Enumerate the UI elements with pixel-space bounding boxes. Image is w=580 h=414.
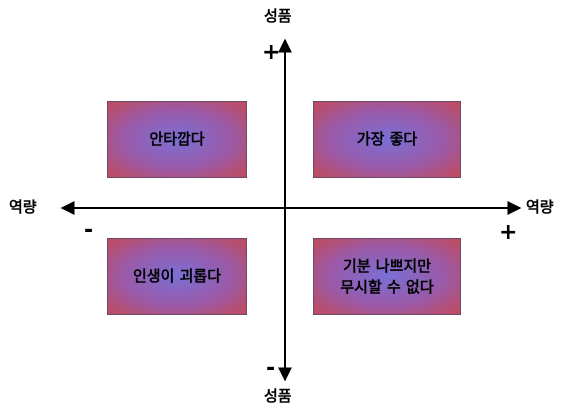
- quadrant-top-right: 가장 좋다: [313, 101, 461, 178]
- quadrant-bottom-left: 인생이 괴롭다: [107, 238, 247, 315]
- minus-sign-left: -: [84, 218, 94, 243]
- horizontal-axis-label-left: 역량: [9, 198, 37, 216]
- quadrant-top-left-text: 안타깝다: [149, 130, 205, 149]
- minus-sign-bottom: -: [266, 356, 276, 381]
- quadrant-bottom-right-text-line1: 기분 나쁘지만: [342, 257, 432, 276]
- plus-sign-top: +: [262, 40, 281, 65]
- quadrant-top-left: 안타깝다: [107, 101, 247, 178]
- quadrant-bottom-right-text-line2: 무시할 수 없다: [340, 277, 434, 296]
- plus-sign-right: +: [499, 220, 518, 245]
- vertical-axis-label-bottom: 성품: [264, 387, 292, 405]
- horizontal-axis-label-right: 역량: [526, 198, 554, 216]
- quadrant-top-right-text: 가장 좋다: [356, 130, 418, 149]
- vertical-axis-label-top: 성품: [264, 7, 292, 25]
- quadrant-bottom-left-text: 인생이 괴롭다: [132, 267, 222, 286]
- quadrant-bottom-right: 기분 나쁘지만 무시할 수 없다: [313, 238, 461, 315]
